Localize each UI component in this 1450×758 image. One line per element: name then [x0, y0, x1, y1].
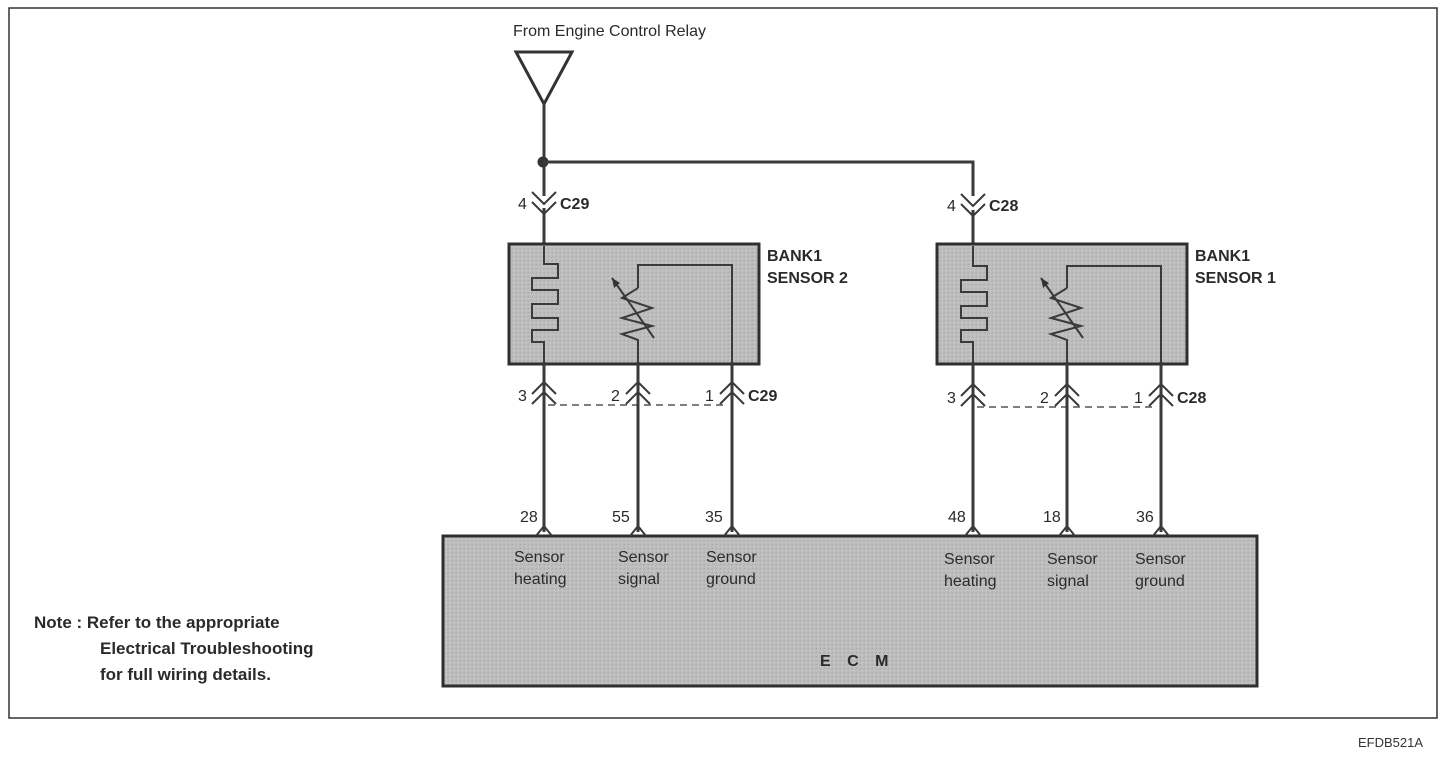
connector-name: C28 — [989, 198, 1018, 215]
branch-wire — [543, 160, 975, 196]
ecm-pin-label-line2: heating — [944, 573, 997, 590]
arrowhead-icon — [612, 278, 620, 288]
note-line3: for full wiring details. — [100, 665, 271, 684]
sensor-label-line2: SENSOR 1 — [1195, 270, 1276, 287]
connector-c28-top: 4 C28 — [947, 193, 1018, 245]
ecm-housing — [441, 534, 1259, 688]
pin-number: 1 — [1134, 390, 1143, 407]
connector-c28-bottom: 3 2 1 C28 — [947, 382, 1206, 408]
pin-number: 3 — [518, 388, 527, 405]
ecm-pin-label-line2: ground — [706, 571, 756, 588]
ecm-terminal-35: 35 Sensor ground — [705, 509, 757, 588]
ecm-pin-label-line1: Sensor — [706, 549, 757, 566]
ecm-module: E C M 28 Sensor heating 55 Sensor signal… — [441, 509, 1259, 688]
connector-pin-2: 2 — [1040, 382, 1080, 407]
sensor-loop — [637, 264, 733, 362]
power-source-symbol — [513, 50, 575, 108]
sensor-loop — [1066, 265, 1162, 362]
ecm-terminal-55: 55 Sensor signal — [612, 509, 669, 588]
ecm-pin-number: 35 — [705, 509, 723, 526]
connector-pin-3: 3 — [518, 380, 557, 405]
pin-number: 4 — [518, 196, 527, 213]
ecm-pin-label-line1: Sensor — [618, 549, 669, 566]
ecm-pin-label-line2: signal — [1047, 573, 1089, 590]
sensor-label-line1: BANK1 — [1195, 248, 1250, 265]
pin-number: 1 — [705, 388, 714, 405]
pin-number: 4 — [947, 198, 956, 215]
connector-name: C29 — [748, 388, 777, 405]
ecm-pin-number: 48 — [948, 509, 966, 526]
ecm-terminal-36: 36 Sensor ground — [1135, 509, 1186, 590]
connector-name: C29 — [560, 196, 589, 213]
note-line1: Note : Refer to the appropriate — [34, 613, 280, 632]
pin-number: 3 — [947, 390, 956, 407]
ecm-terminal-48: 48 Sensor heating — [944, 509, 997, 590]
connector-c29-bottom: 3 2 1 C29 — [518, 380, 777, 406]
ecm-terminal-18: 18 Sensor signal — [1043, 509, 1098, 590]
source-label: From Engine Control Relay — [513, 23, 706, 40]
connector-pin-1: 1 — [705, 380, 745, 405]
connector-name: C28 — [1177, 390, 1206, 407]
diagram-frame — [8, 7, 1438, 719]
variable-arrow — [611, 277, 655, 339]
sensor-housing — [935, 242, 1189, 366]
sensor-label-line2: SENSOR 2 — [767, 270, 848, 287]
ecm-pin-label-line1: Sensor — [944, 551, 995, 568]
ecm-title: E C M — [820, 653, 894, 670]
ecm-terminal-28: 28 Sensor heating — [514, 509, 567, 588]
ecm-pin-number: 55 — [612, 509, 630, 526]
ecm-pin-number: 36 — [1136, 509, 1154, 526]
sensor-bank1-sensor2: BANK1 SENSOR 2 — [507, 242, 848, 366]
ecm-pin-label-line1: Sensor — [1047, 551, 1098, 568]
heater-element-icon — [960, 246, 988, 362]
connector-pin-3: 3 — [947, 382, 986, 407]
ecm-pin-label-line1: Sensor — [514, 549, 565, 566]
connector-pin-2: 2 — [611, 380, 651, 405]
note-line2: Electrical Troubleshooting — [100, 639, 313, 658]
sensor-label-line1: BANK1 — [767, 248, 822, 265]
ecm-pin-label-line2: signal — [618, 571, 660, 588]
heater-element-icon — [531, 246, 559, 362]
ecm-pin-label-line2: heating — [514, 571, 567, 588]
ecm-pin-number: 28 — [520, 509, 538, 526]
ecm-pin-number: 18 — [1043, 509, 1061, 526]
note-block: Note : Refer to the appropriate Electric… — [34, 613, 313, 684]
ecm-pin-label-line1: Sensor — [1135, 551, 1186, 568]
ecm-pin-label-line2: ground — [1135, 573, 1185, 590]
connector-c29-top: 4 C29 — [518, 191, 589, 245]
connector-pin-1: 1 — [1134, 382, 1174, 407]
pin-number: 2 — [1040, 390, 1049, 407]
pin-number: 2 — [611, 388, 620, 405]
variable-arrow — [1040, 277, 1084, 339]
figure-id: EFDB521A — [1358, 735, 1423, 750]
harness-wires — [542, 362, 1163, 532]
sensor-bank1-sensor1: BANK1 SENSOR 1 — [935, 242, 1276, 366]
arrowhead-icon — [1041, 278, 1049, 288]
